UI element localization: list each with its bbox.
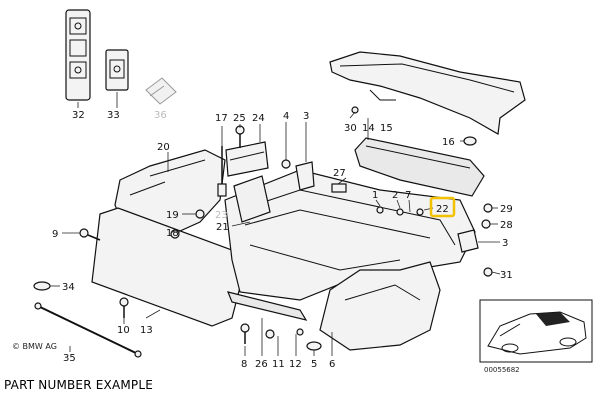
part-16-plug xyxy=(463,136,477,146)
part-3-bracket-top xyxy=(295,161,315,191)
callout-28: 28 xyxy=(500,220,513,231)
part-35-strut xyxy=(34,302,142,358)
part-17-bolt xyxy=(217,146,227,197)
callout-20: 20 xyxy=(157,142,170,153)
callout-16: 16 xyxy=(442,137,455,148)
callout-34: 34 xyxy=(62,282,75,293)
screws xyxy=(79,106,493,351)
callout-14: 14 xyxy=(362,123,375,134)
callout-3-top: 3 xyxy=(303,111,309,122)
inset-car-view xyxy=(479,299,593,363)
callout-22: 22 xyxy=(436,204,449,215)
part-3-bracket-right xyxy=(457,229,479,253)
callout-33: 33 xyxy=(107,110,120,121)
callout-12: 12 xyxy=(289,359,302,370)
leader-lines xyxy=(50,92,501,356)
callout-2: 2 xyxy=(392,190,398,201)
part-26-sill-rail xyxy=(227,291,308,321)
part-23-bracket xyxy=(233,175,271,223)
part-6-wheelhouse xyxy=(319,261,441,351)
part-32-bracket xyxy=(65,9,91,101)
part-14-side-panel xyxy=(354,137,485,197)
callout-21: 21 xyxy=(216,222,229,233)
callout-18: 18 xyxy=(166,228,179,239)
part-36-bracket xyxy=(145,77,177,105)
callout-24: 24 xyxy=(252,113,265,124)
callout-5: 5 xyxy=(311,359,317,370)
part-24-holder xyxy=(225,141,269,177)
callout-7: 7 xyxy=(405,190,411,201)
callout-19: 19 xyxy=(166,210,179,221)
callout-29: 29 xyxy=(500,204,513,215)
callout-25: 25 xyxy=(233,113,246,124)
callout-8: 8 xyxy=(241,359,247,370)
callout-35: 35 xyxy=(63,353,76,364)
callout-10: 10 xyxy=(117,325,130,336)
callout-labels: 32 33 36 17 25 24 4 3 30 14 15 16 20 27 … xyxy=(52,110,513,370)
highlight-box xyxy=(429,196,456,218)
callout-30: 30 xyxy=(344,123,357,134)
reference-number: 00055682 xyxy=(484,366,520,374)
part-15-rear-shelf xyxy=(329,51,526,135)
callout-36: 36 xyxy=(154,110,167,121)
callout-17: 17 xyxy=(215,113,228,124)
callout-15: 15 xyxy=(380,123,393,134)
part-number-caption: PART NUMBER EXAMPLE xyxy=(4,378,154,392)
callout-31: 31 xyxy=(500,270,513,281)
callout-3-right: 3 xyxy=(502,238,508,249)
callout-9: 9 xyxy=(52,229,58,240)
part-33-clip xyxy=(105,49,129,91)
brand-copyright: © BMW AG xyxy=(12,342,57,351)
callout-6: 6 xyxy=(329,359,335,370)
callout-26: 26 xyxy=(255,359,268,370)
callout-13: 13 xyxy=(140,325,153,336)
part-13-floor-panel xyxy=(91,207,249,327)
part-27-block xyxy=(331,183,347,193)
callout-11: 11 xyxy=(272,359,285,370)
callout-32: 32 xyxy=(72,110,85,121)
callout-27: 27 xyxy=(333,168,346,179)
part-34-grommet xyxy=(33,281,51,291)
callout-23: 23 xyxy=(215,210,228,221)
callout-4: 4 xyxy=(283,111,289,122)
callout-1: 1 xyxy=(372,190,378,201)
